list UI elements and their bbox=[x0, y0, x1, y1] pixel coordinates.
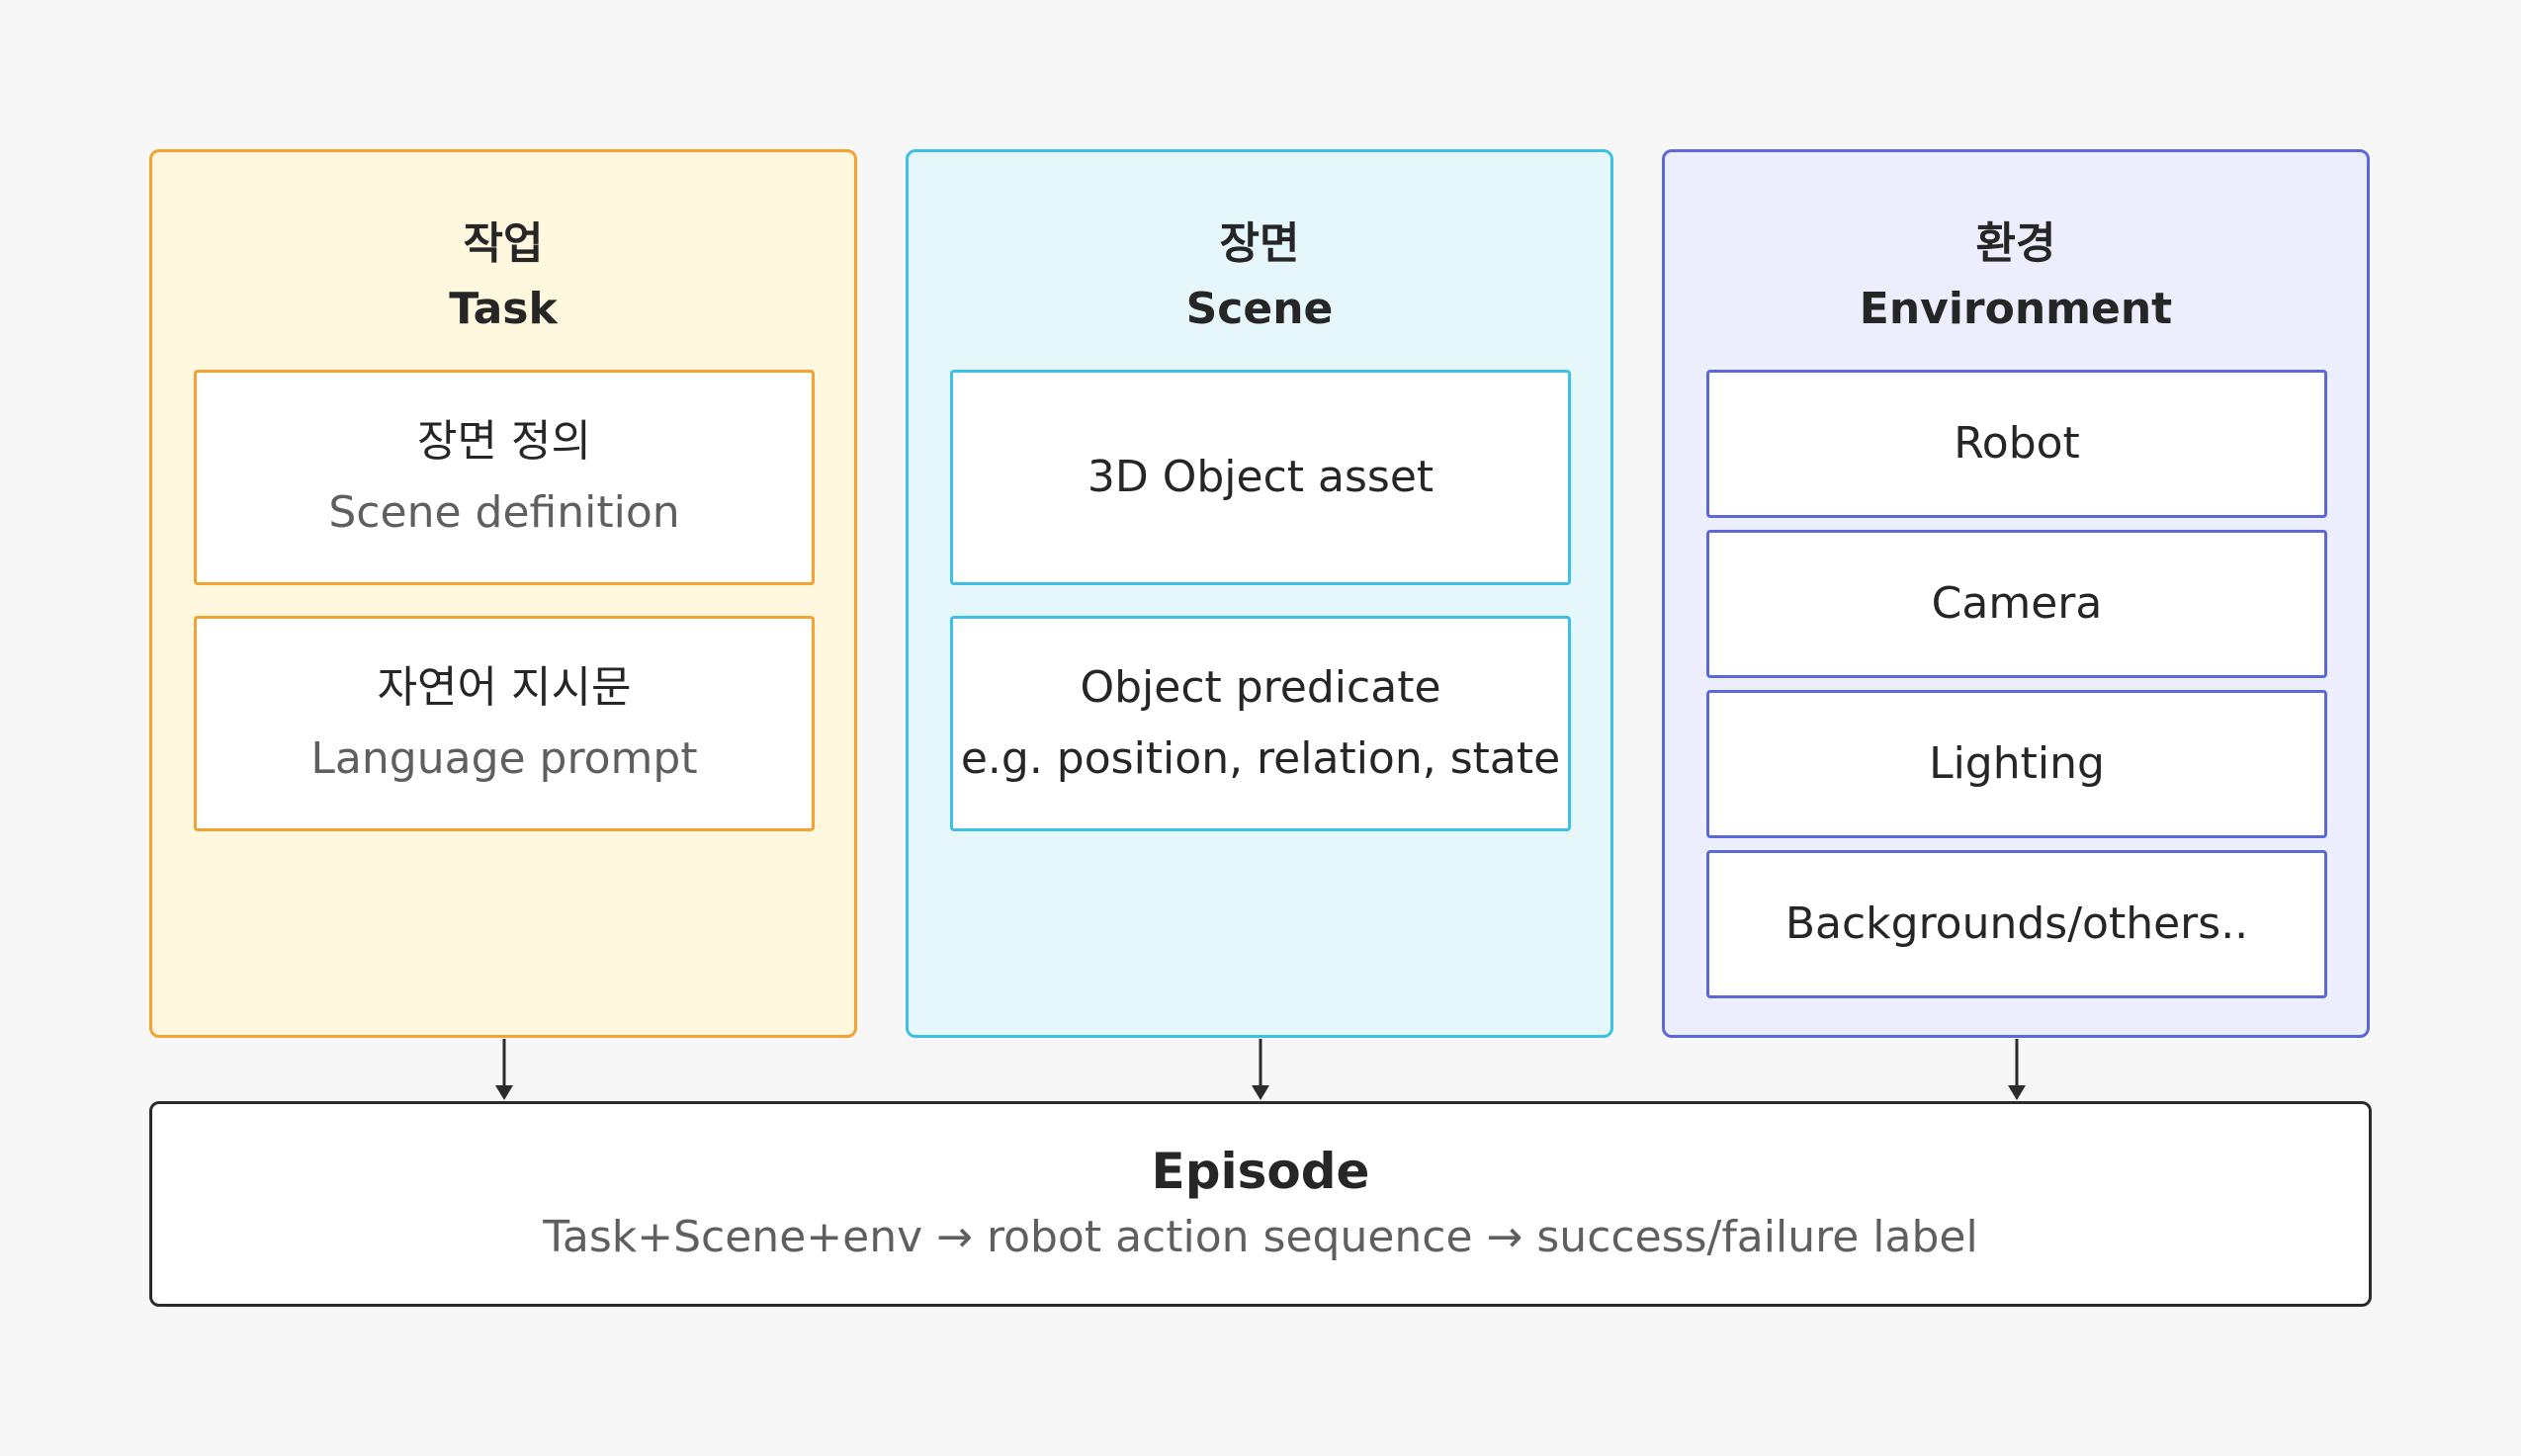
lighting-label: Lighting bbox=[1929, 738, 2105, 789]
robot-box: Robot bbox=[1706, 370, 2327, 518]
task-panel-title: 작업 Task bbox=[152, 212, 854, 342]
environment-title-en: Environment bbox=[1859, 284, 2173, 334]
camera-box: Camera bbox=[1706, 530, 2327, 678]
episode-subtitle: Task+Scene+env → robot action sequence →… bbox=[543, 1212, 1978, 1262]
task-panel: 작업 Task 장면 정의 Scene definition 자연어 지시문 L… bbox=[149, 149, 857, 1038]
episode-box: Episode Task+Scene+env → robot action se… bbox=[149, 1101, 2372, 1307]
task-title-en: Task bbox=[449, 284, 558, 334]
environment-arrowhead bbox=[2008, 1085, 2026, 1100]
robot-label: Robot bbox=[1954, 418, 2080, 469]
language-prompt-label-ko: 자연어 지시문 bbox=[377, 662, 632, 713]
camera-label: Camera bbox=[1931, 578, 2103, 629]
backgrounds-label: Backgrounds/others.. bbox=[1784, 899, 2249, 949]
episode-title: Episode bbox=[1151, 1143, 1370, 1200]
backgrounds-box: Backgrounds/others.. bbox=[1706, 850, 2327, 998]
scene-definition-label-ko: 장면 정의 bbox=[417, 416, 591, 467]
scene-panel-title: 장면 Scene bbox=[909, 212, 1610, 342]
environment-panel-title: 환경 Environment bbox=[1665, 212, 2367, 342]
object-predicate-box: Object predicate e.g. position, relation… bbox=[950, 616, 1571, 831]
scene-definition-label-en: Scene definition bbox=[328, 487, 680, 538]
scene-definition-box: 장면 정의 Scene definition bbox=[194, 370, 815, 585]
object-predicate-label: Object predicate bbox=[1080, 662, 1441, 713]
object-asset-box: 3D Object asset bbox=[950, 370, 1571, 585]
task-title-ko: 작업 bbox=[463, 218, 544, 269]
scene-title-en: Scene bbox=[1185, 284, 1334, 334]
scene-panel: 장면 Scene 3D Object asset Object predicat… bbox=[906, 149, 1613, 1038]
language-prompt-box: 자연어 지시문 Language prompt bbox=[194, 616, 815, 831]
scene-arrowhead bbox=[1252, 1085, 1269, 1100]
task-arrowhead bbox=[495, 1085, 513, 1100]
object-predicate-example: e.g. position, relation, state bbox=[960, 733, 1561, 784]
environment-panel: 환경 Environment Robot Camera Lighting Bac… bbox=[1662, 149, 2370, 1038]
object-asset-label: 3D Object asset bbox=[1087, 452, 1434, 502]
language-prompt-label-en: Language prompt bbox=[310, 733, 698, 784]
environment-title-ko: 환경 bbox=[1975, 218, 2056, 269]
scene-title-ko: 장면 bbox=[1219, 218, 1300, 269]
lighting-box: Lighting bbox=[1706, 690, 2327, 838]
